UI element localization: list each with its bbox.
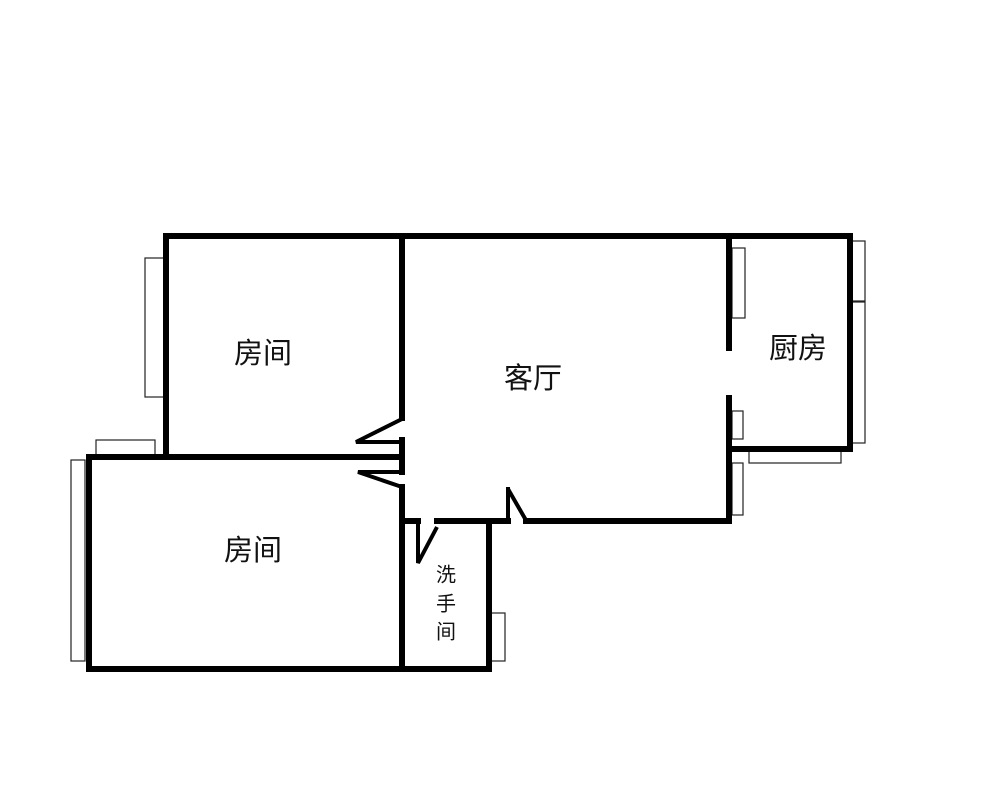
door-entrance (506, 487, 529, 523)
room-label-bathroom-3: 间 (436, 619, 456, 644)
window (851, 240, 866, 302)
room-label-living-room: 客厅 (503, 361, 563, 395)
window (748, 450, 842, 464)
room-label-bedroom-bottom: 房间 (223, 533, 283, 567)
window (70, 459, 86, 662)
window (731, 462, 744, 516)
doors (355, 417, 529, 564)
room-label-bedroom-top: 房间 (233, 336, 293, 370)
walls (86, 233, 853, 672)
room-label-bathroom-1: 洗 (436, 562, 456, 587)
window (731, 410, 744, 440)
room-label-kitchen: 厨房 (768, 331, 828, 365)
room-label-bathroom-2: 手 (436, 591, 456, 616)
door-bedroom-bottom (357, 470, 403, 489)
window (731, 247, 746, 319)
window (144, 257, 165, 398)
window (490, 612, 506, 662)
door-bedroom-top (355, 417, 403, 444)
window (851, 301, 866, 444)
door-bathroom (416, 521, 439, 564)
window (95, 439, 156, 456)
